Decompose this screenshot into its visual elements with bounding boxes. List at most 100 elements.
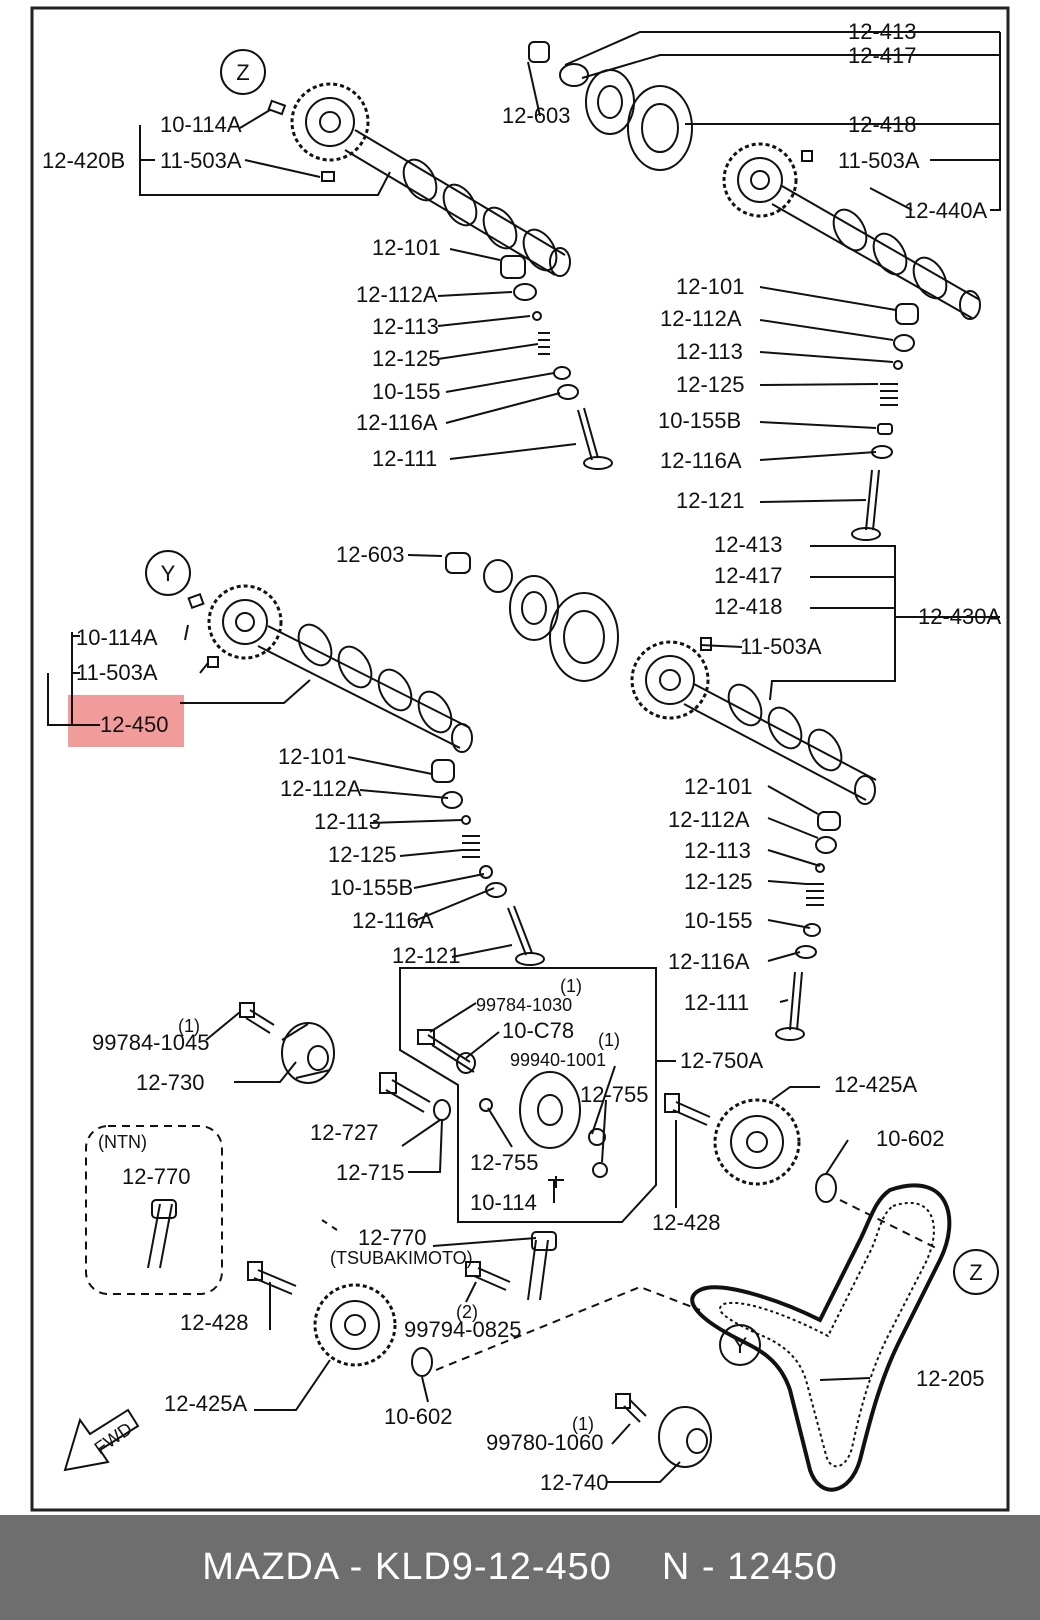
label-10-114: 10-114	[470, 1190, 537, 1215]
label-12-740: 12-740	[540, 1470, 609, 1495]
highlight-box	[68, 695, 184, 747]
qty-99794-0825: (2)	[456, 1302, 478, 1322]
label-10-155-a: 10-155	[372, 379, 441, 404]
label-12-428-right: 12-428	[652, 1210, 721, 1235]
label-12-603-mid: 12-603	[336, 542, 405, 567]
qty-99940-1001: (1)	[598, 1030, 620, 1050]
label-12-125-d: 12-125	[684, 869, 753, 894]
label-99780-1060: 99780-1060	[486, 1430, 603, 1455]
label-12-418-top: 12-418	[848, 112, 917, 137]
label-12-428-left: 12-428	[180, 1310, 249, 1335]
label-12-755-right: 12-755	[580, 1082, 649, 1107]
label-99794-0825: 99794-0825	[404, 1317, 521, 1342]
label-12-770-tsubakimoto: 12-770	[358, 1225, 427, 1250]
label-99784-1030: 99784-1030	[476, 995, 572, 1015]
label-12-101-b: 12-101	[676, 274, 745, 299]
label-99784-1045: 99784-1045	[92, 1030, 209, 1055]
label-12-113-b: 12-113	[676, 339, 743, 364]
label-12-417-top: 12-417	[848, 43, 917, 68]
tensioner-box	[399, 967, 657, 1223]
camshaft-12-450-drawing	[187, 584, 473, 753]
label-11-503a-top-right: 11-503A	[838, 148, 920, 173]
label-12-116a-b: 12-116A	[660, 448, 742, 473]
qty-99780-1060: (1)	[572, 1414, 594, 1434]
label-10-114a-top: 10-114A	[160, 112, 242, 137]
part-labels: Z Y Z Y 12-413 12-417 12-603 12-418 10-1…	[42, 19, 1002, 1495]
timing-belt-drawing	[690, 1183, 952, 1492]
callout-z-top: Z	[236, 60, 249, 85]
label-12-125-b: 12-125	[676, 372, 745, 397]
footer-reference-number: N - 12450	[661, 1546, 838, 1588]
label-fwd: FWD	[91, 1418, 136, 1458]
label-12-450: 12-450	[100, 712, 169, 737]
label-12-755-left: 12-755	[470, 1150, 539, 1175]
callout-y-bottom: Y	[733, 1333, 748, 1358]
callout-z-bottom: Z	[969, 1260, 982, 1285]
label-12-125-a: 12-125	[372, 346, 441, 371]
label-12-727: 12-727	[310, 1120, 379, 1145]
label-11-503a-mid-left: 11-503A	[76, 660, 158, 685]
qty-99784-1045: (1)	[178, 1016, 200, 1036]
label-12-418-mid: 12-418	[714, 594, 783, 619]
label-12-112a-b: 12-112A	[660, 306, 742, 331]
label-ntn: (NTN)	[98, 1132, 147, 1152]
label-10-155b-b: 10-155B	[330, 875, 413, 900]
label-12-121-b: 12-121	[392, 943, 461, 968]
label-12-715: 12-715	[336, 1160, 405, 1185]
camshaft-12-420b-drawing	[267, 82, 571, 277]
label-12-112a-d: 12-112A	[668, 807, 750, 832]
label-12-425a-right: 12-425A	[834, 1072, 918, 1097]
qty-99784-1030: (1)	[560, 976, 582, 996]
fwd-arrow	[63, 1408, 140, 1472]
label-12-116a-c: 12-116A	[352, 908, 434, 933]
parts-drawings	[47, 31, 1001, 1492]
label-12-603-top: 12-603	[502, 103, 571, 128]
label-10-602-left: 10-602	[384, 1404, 453, 1429]
sprocket-12-425a-2-drawing	[247, 1261, 433, 1377]
label-12-111-a: 12-111	[372, 446, 437, 471]
label-12-101-c: 12-101	[278, 744, 347, 769]
label-12-111-b: 12-111	[684, 990, 749, 1015]
label-12-770-ntn: 12-770	[122, 1164, 191, 1189]
label-10-155-b: 10-155	[684, 908, 753, 933]
label-12-113-a: 12-113	[372, 314, 439, 339]
label-12-417-mid: 12-417	[714, 563, 783, 588]
label-12-440a: 12-440A	[904, 198, 988, 223]
label-12-413-mid: 12-413	[714, 532, 783, 557]
sprocket-12-425a-1-drawing	[664, 1093, 837, 1203]
callout-y-mid: Y	[161, 561, 176, 586]
footer-bar: MAZDA - KLD9-12-450 N - 12450	[0, 1515, 1040, 1620]
label-12-116a-a: 12-116A	[356, 410, 438, 435]
label-12-420b: 12-420B	[42, 148, 125, 173]
valve-stack-4-drawing	[775, 811, 841, 1041]
label-12-101-d: 12-101	[684, 774, 753, 799]
label-12-750a: 12-750A	[680, 1048, 764, 1073]
camshaft-12-440a-drawing	[722, 142, 981, 320]
label-12-413-top: 12-413	[848, 19, 917, 44]
label-12-113-d: 12-113	[684, 838, 751, 863]
label-10-155b-a: 10-155B	[658, 408, 741, 433]
label-11-503a-mid-right: 11-503A	[740, 634, 822, 659]
label-12-116a-d: 12-116A	[668, 949, 750, 974]
label-12-730: 12-730	[136, 1070, 205, 1095]
diagram-frame	[30, 6, 1010, 1512]
label-12-113-c: 12-113	[314, 809, 381, 834]
label-99940-1001: 99940-1001	[510, 1050, 606, 1070]
label-10-114a-mid: 10-114A	[76, 625, 158, 650]
label-12-425a-left: 12-425A	[164, 1391, 248, 1416]
label-12-101-a: 12-101	[372, 235, 441, 260]
label-12-112a-c: 12-112A	[280, 776, 362, 801]
ntn-box	[85, 1125, 223, 1295]
label-10-602-right: 10-602	[876, 1126, 945, 1151]
label-11-503a-top-left: 11-503A	[160, 148, 242, 173]
footer-part-number: MAZDA - KLD9-12-450	[202, 1546, 612, 1588]
valve-stack-1-drawing	[500, 255, 613, 470]
valve-stack-3-drawing	[431, 759, 545, 966]
label-12-205: 12-205	[916, 1366, 985, 1391]
label-tsubakimoto: (TSUBAKIMOTO)	[330, 1248, 473, 1268]
label-12-121-a: 12-121	[676, 488, 745, 513]
label-12-112a-a: 12-112A	[356, 282, 438, 307]
idler-12-730-drawing	[239, 1002, 335, 1084]
camshaft-12-430a-drawing	[630, 637, 877, 805]
label-10-c78: 10-C78	[502, 1018, 574, 1043]
